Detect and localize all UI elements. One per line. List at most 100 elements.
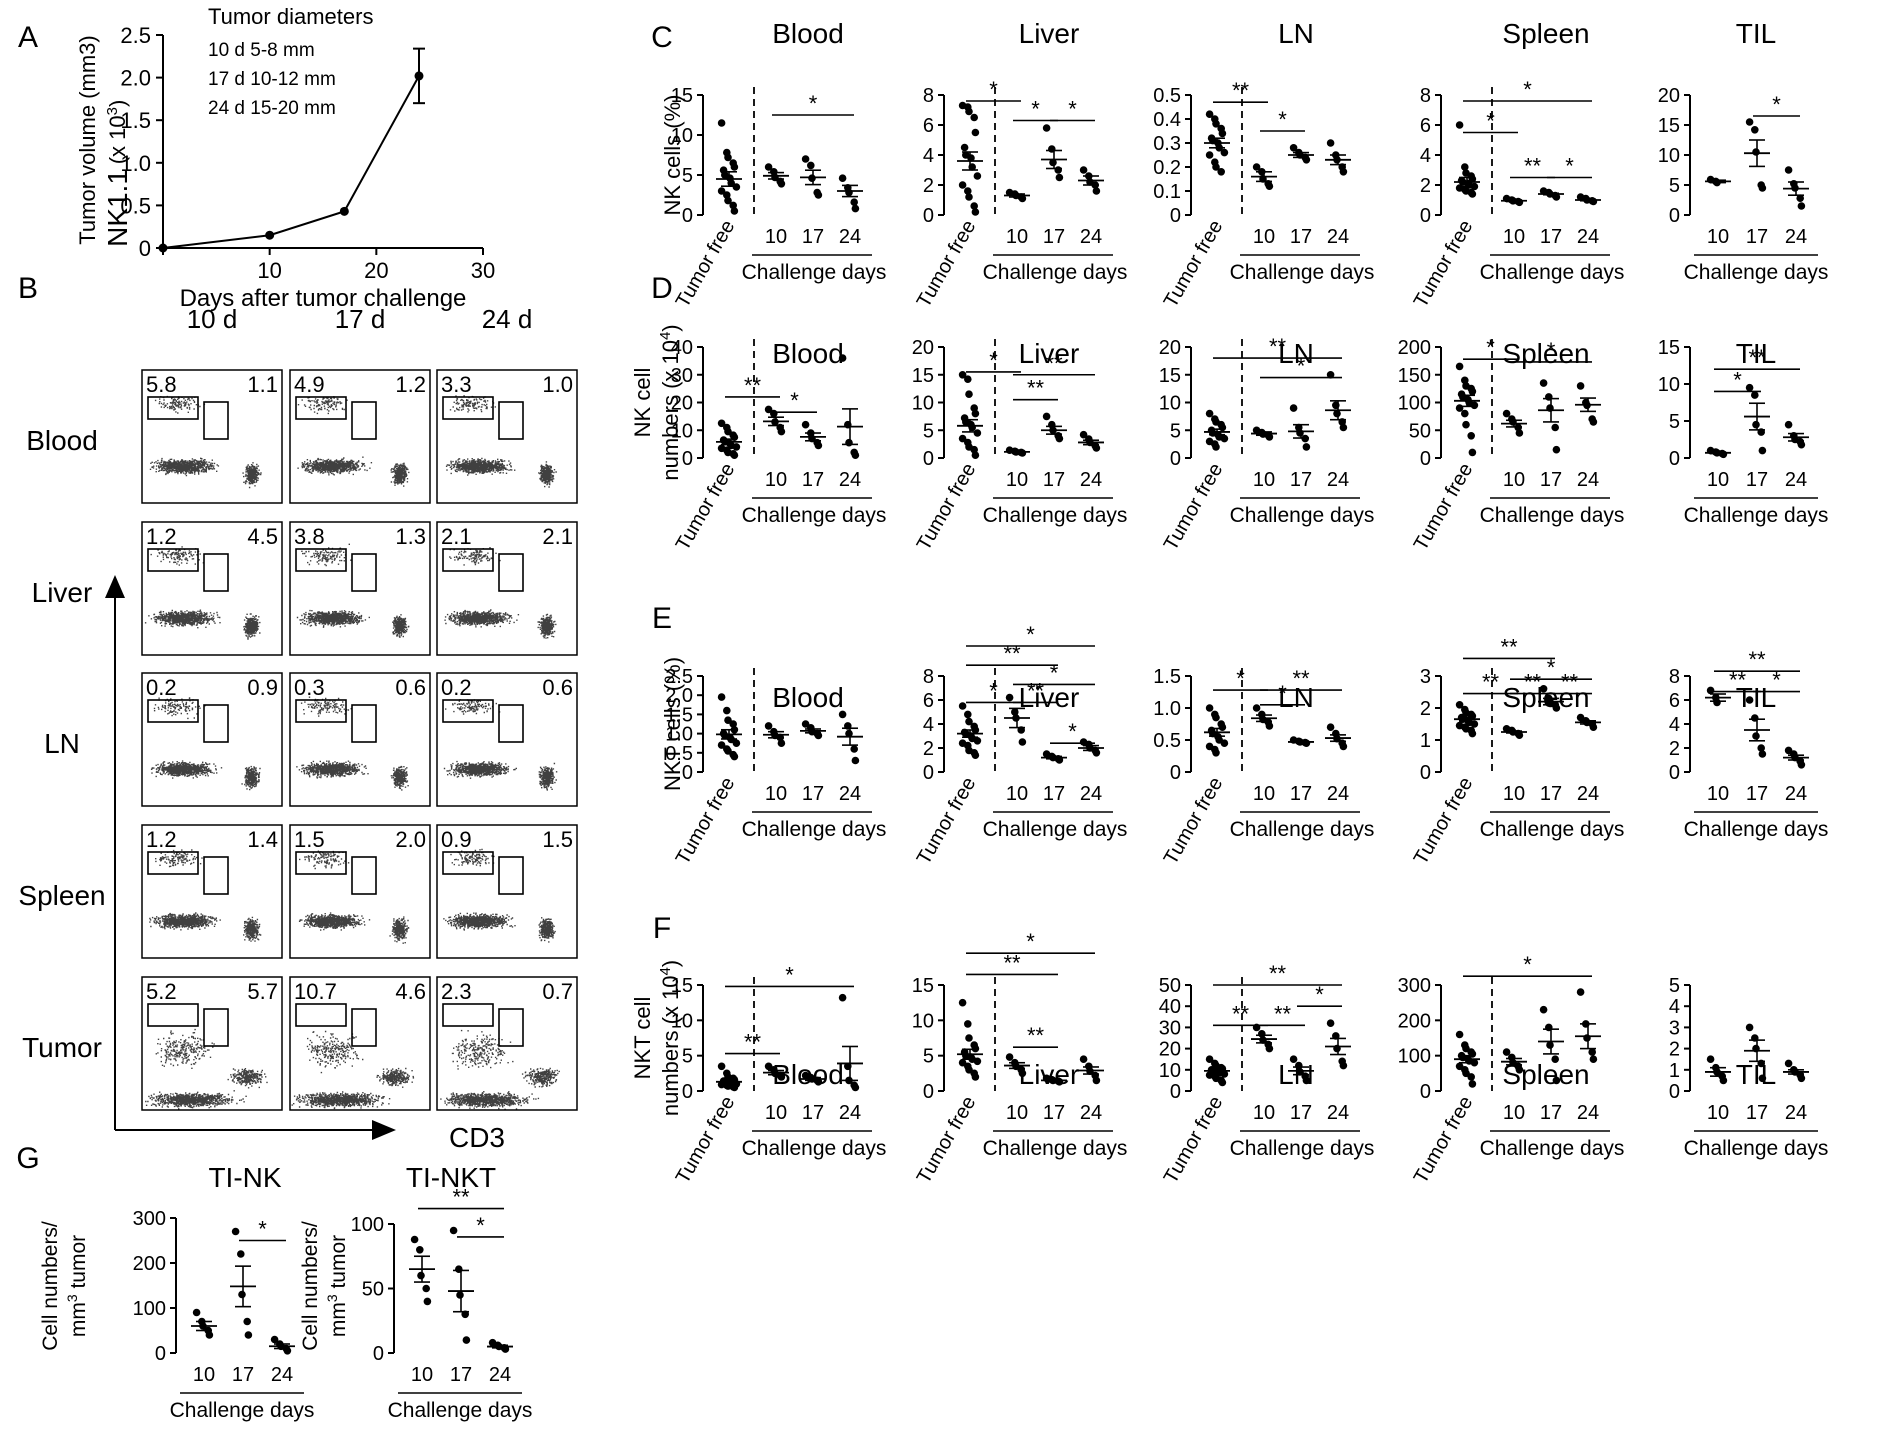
y-tick-label: 10 — [1658, 145, 1680, 167]
significance-label: ** — [1748, 647, 1766, 672]
significance-label: ** — [1232, 1001, 1250, 1026]
nk-gate — [442, 699, 494, 723]
data-point — [1539, 685, 1548, 693]
tumor-free-label: Tumor free — [1410, 460, 1478, 555]
nk-gate-percent: 5.8 — [146, 372, 177, 397]
data-point — [723, 706, 731, 715]
x-axis-title: Days after tumor challenge — [180, 285, 467, 312]
data-point — [1588, 1048, 1596, 1056]
data-point — [1220, 148, 1229, 157]
day-label: 10 — [1253, 469, 1275, 491]
y-tick-label: 20 — [1159, 1039, 1181, 1061]
flow-plot: 4.9 1.2 — [289, 369, 431, 504]
data-point — [964, 187, 972, 195]
y-tick-label: 100 — [1398, 1046, 1431, 1068]
data-point — [1468, 190, 1477, 198]
data-point — [1468, 729, 1477, 738]
data-point — [801, 720, 810, 728]
significance-label: ** — [1232, 78, 1250, 103]
chart-title: TIL — [1736, 18, 1776, 49]
nkt-gate — [498, 856, 524, 895]
panel-letter-e: E — [652, 602, 672, 635]
nkt-gate-percent: 1.1 — [247, 372, 278, 397]
significance-label: * — [1486, 109, 1495, 134]
challenge-days-label: Challenge days — [1230, 261, 1375, 284]
tumor-free-label: Tumor free — [1160, 774, 1228, 869]
data-point — [1220, 434, 1229, 443]
data-point — [417, 1271, 425, 1280]
data-point — [1461, 409, 1469, 418]
nk-gate — [442, 396, 494, 420]
day-label: 10 — [1503, 783, 1525, 805]
nkt-gate-percent: 0.6 — [395, 675, 426, 700]
y-tick-label: 2.5 — [120, 23, 151, 48]
data-point — [850, 198, 858, 206]
nkt-gate-percent: 1.2 — [395, 372, 426, 397]
day-label: 17 — [232, 1364, 254, 1386]
significance-label: ** — [1027, 1023, 1045, 1048]
challenge-days-label: Challenge days — [983, 1137, 1128, 1160]
day-label: 10 — [1006, 783, 1028, 805]
y-tick-label: 1.5 — [120, 108, 151, 133]
tumor-free-label-group: Tumor free — [913, 774, 981, 869]
data-point — [1455, 362, 1464, 371]
data-point — [1455, 1030, 1464, 1039]
challenge-days-label: Challenge days — [983, 504, 1128, 527]
nkt-gate-percent: 2.0 — [395, 827, 426, 852]
nk-gate-percent: 1.5 — [294, 827, 325, 852]
row-ylabel-line1: NK cell — [630, 368, 655, 438]
data-point — [1220, 739, 1229, 747]
data-point — [270, 1335, 279, 1344]
data-point — [1468, 1080, 1477, 1088]
row-ylabel-line2-text: numbers (x 10 — [658, 340, 683, 481]
nkt-gate — [498, 401, 524, 440]
data-point — [1218, 129, 1227, 138]
y-tick-label: 6 — [1669, 690, 1680, 712]
data-point — [422, 1284, 431, 1293]
data-point — [1797, 202, 1806, 210]
data-point — [1265, 722, 1274, 730]
data-point — [1467, 432, 1475, 440]
data-point — [1289, 144, 1298, 152]
data-point — [238, 1290, 246, 1299]
plot-frame — [141, 521, 283, 656]
data-point — [845, 438, 853, 447]
plot-frame — [436, 521, 578, 656]
nk-gate-percent: 4.9 — [294, 372, 325, 397]
nk-gate-percent: 3.8 — [294, 524, 325, 549]
data-point — [764, 163, 773, 171]
data-point — [1797, 761, 1806, 769]
day-label: 24 — [1785, 469, 1807, 491]
data-point — [1212, 120, 1220, 128]
g-ylabel-line2-text: mm — [67, 1302, 90, 1337]
data-point — [1049, 158, 1057, 167]
data-point — [851, 756, 860, 765]
challenge-days-label: Challenge days — [742, 504, 887, 527]
y-tick-label: 200 — [1398, 1010, 1431, 1032]
y-tick-label: 5 — [682, 165, 693, 187]
x-tick-label: 30 — [471, 258, 495, 283]
panel-letter-b: B — [18, 272, 38, 305]
data-point — [838, 710, 847, 719]
y-tick-label: 0 — [1170, 448, 1181, 470]
data-point — [965, 390, 973, 399]
chart-title: LN — [1278, 18, 1314, 49]
challenge-days-label: Challenge days — [1684, 1137, 1829, 1160]
y-axis-subtitle-end: ) — [105, 100, 130, 107]
data-point — [1551, 423, 1559, 432]
data-point — [1589, 418, 1598, 426]
nk-gate-percent: 5.2 — [146, 979, 177, 1004]
y-tick-label: 30 — [671, 365, 693, 387]
significance-label: ** — [1269, 334, 1287, 359]
data-point — [1205, 1055, 1214, 1063]
data-point — [730, 207, 739, 215]
g-ylabel-line2-sup: 3 — [64, 1294, 80, 1302]
